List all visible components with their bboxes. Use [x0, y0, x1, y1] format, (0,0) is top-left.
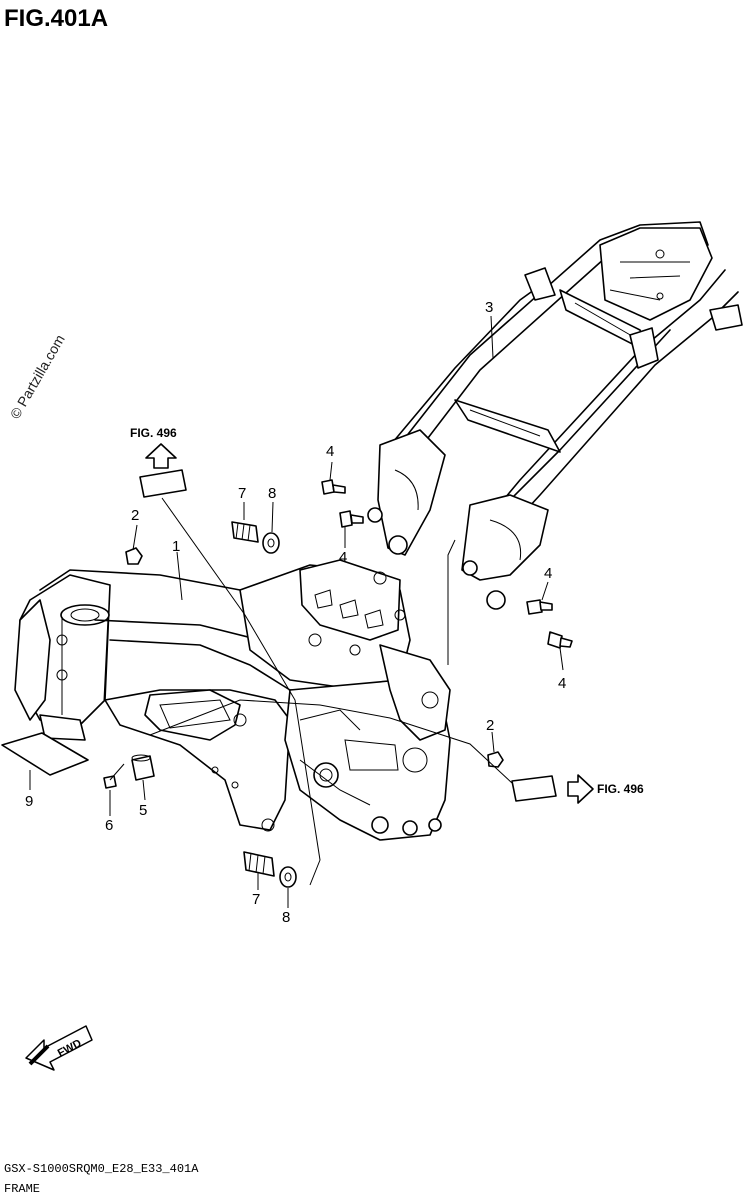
callout-2-upper[interactable]: 2: [131, 507, 139, 524]
bolt-6[interactable]: [103, 763, 125, 789]
callout-1[interactable]: 1: [172, 538, 180, 555]
damper-7-upper[interactable]: [231, 521, 259, 543]
bolt-4-a[interactable]: [321, 479, 346, 495]
main-frame[interactable]: [14, 559, 451, 841]
bolt-4-c[interactable]: [526, 599, 553, 615]
label-plate-9[interactable]: [1, 732, 89, 776]
collar-5[interactable]: [131, 754, 155, 781]
nut-2-lower[interactable]: [487, 751, 504, 768]
callout-7-lower[interactable]: 7: [252, 891, 260, 908]
figure-title: FIG.401A: [4, 5, 108, 32]
watermark: © Partzilla.com: [7, 332, 68, 422]
diagram-name: FRAME: [4, 1182, 40, 1196]
bolt-4-b[interactable]: [339, 510, 364, 528]
callout-4-a[interactable]: 4: [326, 443, 334, 460]
callout-8-upper[interactable]: 8: [268, 485, 276, 502]
callout-4-c[interactable]: 4: [544, 565, 552, 582]
damper-7-lower[interactable]: [243, 851, 275, 877]
bolt-4-d[interactable]: [547, 631, 573, 649]
ref-label-right: [511, 775, 557, 802]
callout-4-d[interactable]: 4: [558, 675, 566, 692]
ref-fig-496-right[interactable]: FIG. 496: [597, 782, 644, 796]
ref-fig-496-top[interactable]: FIG. 496: [130, 426, 177, 440]
collar-8-upper[interactable]: [262, 532, 280, 554]
callout-7-upper[interactable]: 7: [238, 485, 246, 502]
callout-9[interactable]: 9: [25, 793, 33, 810]
callout-4-b[interactable]: 4: [339, 549, 347, 566]
callout-2-lower[interactable]: 2: [486, 717, 494, 734]
callout-3[interactable]: 3: [485, 299, 493, 316]
collar-8-lower[interactable]: [279, 866, 297, 888]
nut-2-upper[interactable]: [125, 547, 143, 565]
diagram-code: GSX-S1000SRQM0_E28_E33_401A: [4, 1162, 199, 1176]
up-arrow-icon: [145, 443, 177, 469]
right-arrow-icon: [567, 774, 594, 804]
leader-lines: [29, 315, 564, 908]
rear-subframe[interactable]: [367, 221, 743, 610]
callout-8-lower[interactable]: 8: [282, 909, 290, 926]
fwd-arrow-icon: FWD: [25, 1025, 93, 1071]
callout-5[interactable]: 5: [139, 802, 147, 819]
ref-label-top: [139, 469, 187, 498]
callout-6[interactable]: 6: [105, 817, 113, 834]
